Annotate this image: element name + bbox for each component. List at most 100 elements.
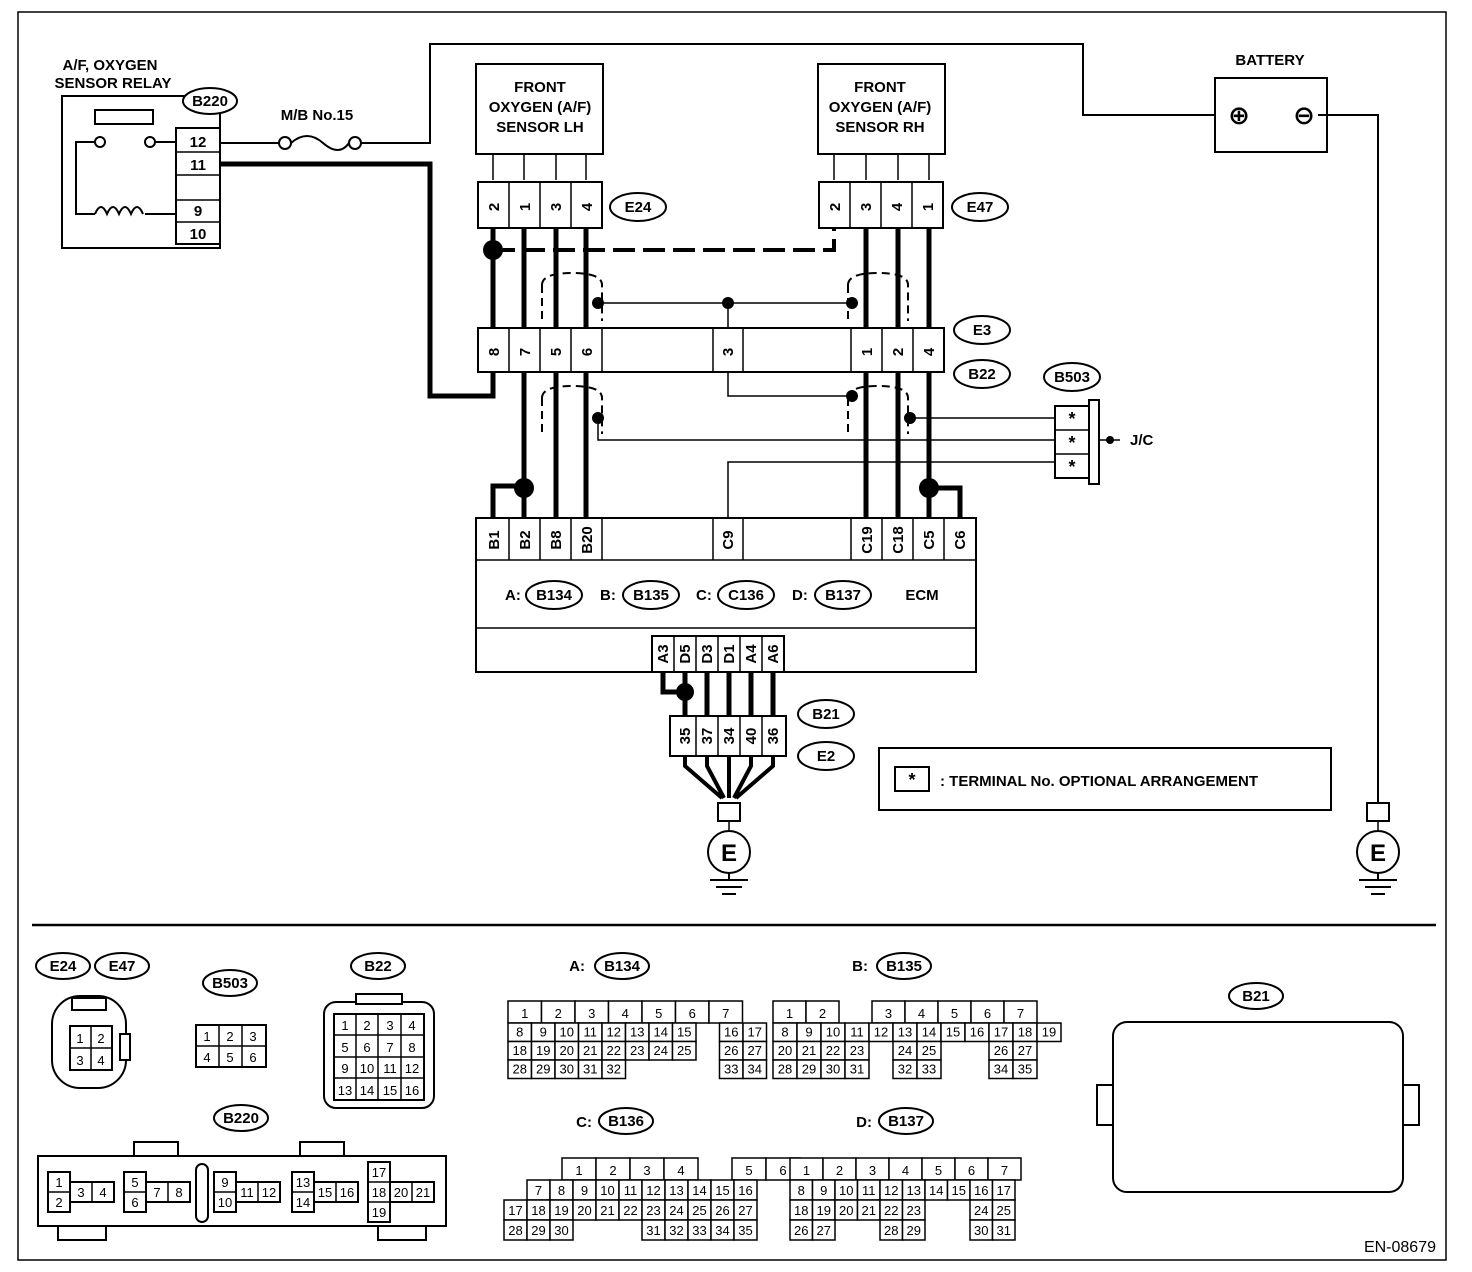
b137-pin: 25	[997, 1203, 1011, 1218]
svg-text:20: 20	[394, 1185, 408, 1200]
b137-pin: 27	[817, 1223, 831, 1238]
b134-pin: 20	[560, 1043, 574, 1058]
upper-harness	[483, 228, 932, 328]
b137-pin: 21	[862, 1203, 876, 1218]
shield-upper	[541, 271, 909, 321]
b134-pin: 16	[724, 1025, 738, 1040]
b137-pin: 8	[798, 1183, 805, 1198]
svg-text:E: E	[1370, 840, 1386, 867]
face-b503-label: B503	[212, 975, 248, 992]
svg-text:10: 10	[360, 1061, 374, 1076]
b134-pin: 25	[677, 1043, 691, 1058]
b136-pin: 19	[554, 1203, 568, 1218]
svg-text:FRONT: FRONT	[854, 79, 906, 96]
b135-cell	[916, 1059, 942, 1080]
svg-text:C5: C5	[921, 530, 938, 549]
b137-pin: 17	[997, 1183, 1011, 1198]
svg-text:C:: C:	[696, 587, 712, 604]
svg-text:15: 15	[318, 1185, 332, 1200]
b137-pin: 4	[902, 1163, 909, 1178]
svg-text:7: 7	[153, 1185, 160, 1200]
svg-text:21: 21	[416, 1185, 430, 1200]
svg-text:6: 6	[131, 1195, 138, 1210]
b137-pin: 20	[839, 1203, 853, 1218]
svg-text:7: 7	[386, 1040, 393, 1055]
b136-pin: 23	[646, 1203, 660, 1218]
svg-text:A6: A6	[765, 644, 782, 663]
svg-text:34: 34	[721, 727, 738, 744]
face-b220-label: B220	[223, 1110, 259, 1127]
svg-text:2: 2	[827, 203, 844, 211]
ecm-label: ECM	[905, 587, 938, 604]
face-e47-label: E47	[109, 958, 136, 975]
b136-pin: 10	[600, 1183, 614, 1198]
svg-text:8: 8	[408, 1040, 415, 1055]
b137-pin: 16	[974, 1183, 988, 1198]
relay-pin-10: 10	[190, 226, 207, 243]
b135-pin: 22	[826, 1043, 840, 1058]
b137-pin: 15	[952, 1183, 966, 1198]
b134-pin: 4	[622, 1006, 629, 1021]
b135-pin: 26	[994, 1043, 1008, 1058]
e47-label: E47	[967, 199, 994, 216]
fuse-symbol	[290, 135, 350, 151]
svg-text:C6: C6	[952, 530, 969, 549]
svg-text:5: 5	[131, 1175, 138, 1190]
svg-text:OXYGEN (A/F): OXYGEN (A/F)	[489, 99, 592, 116]
b137-pin: 12	[884, 1183, 898, 1198]
ground-harness: 35 37 34 40 36 B21 E2 E	[660, 672, 855, 895]
svg-text:B220: B220	[192, 93, 228, 110]
svg-text:13: 13	[296, 1175, 310, 1190]
lower-harness	[490, 372, 1055, 518]
b135-pin: 3	[885, 1006, 892, 1021]
battery-body	[1214, 77, 1328, 153]
b134-pin: 24	[654, 1043, 668, 1058]
svg-text:5: 5	[226, 1050, 233, 1065]
svg-text:8: 8	[486, 348, 503, 356]
b135-pin: 16	[970, 1025, 984, 1040]
relay-coil	[94, 206, 144, 217]
svg-text:2: 2	[226, 1029, 233, 1044]
b134-pin: 28	[513, 1062, 527, 1077]
svg-text:B2: B2	[517, 530, 534, 549]
svg-text:2: 2	[55, 1195, 62, 1210]
b134-pin: 27	[748, 1043, 762, 1058]
b136-pin: 22	[623, 1203, 637, 1218]
b135-pin: 14	[922, 1025, 936, 1040]
svg-text:C18: C18	[890, 526, 907, 554]
svg-text:5: 5	[548, 348, 565, 356]
shield-lower	[541, 384, 909, 434]
b135-pin: 24	[898, 1043, 912, 1058]
b134-pin: 22	[607, 1043, 621, 1058]
b136-pin: 16	[738, 1183, 752, 1198]
battery-block: BATTERY ⊕ ⊖	[1214, 52, 1379, 803]
e3-label: E3	[973, 322, 991, 339]
b134-pin: 34	[748, 1062, 762, 1077]
b134-pin: 31	[583, 1062, 597, 1077]
b137-pin: 24	[974, 1203, 988, 1218]
b136-pin: 30	[554, 1223, 568, 1238]
b135-pin: 34	[994, 1062, 1008, 1077]
b136-pin: 14	[692, 1183, 706, 1198]
face-b21	[1112, 1021, 1404, 1193]
b136-pin: 25	[692, 1203, 706, 1218]
svg-text:11: 11	[383, 1061, 397, 1076]
b135-pin: 33	[922, 1062, 936, 1077]
svg-text:16: 16	[340, 1185, 354, 1200]
svg-text:1: 1	[920, 203, 937, 211]
b134-pin: 17	[748, 1025, 762, 1040]
battery-ground-wire	[1318, 114, 1379, 803]
b135-pin: 8	[781, 1025, 788, 1040]
b134-pin: 6	[689, 1006, 696, 1021]
b137-pin: 14	[929, 1183, 943, 1198]
b135-pin: 28	[778, 1062, 792, 1077]
b137-cell	[901, 1219, 926, 1241]
b135-pin: 29	[802, 1062, 816, 1077]
b135-pin: 27	[1018, 1043, 1032, 1058]
b136-pin: 20	[577, 1203, 591, 1218]
svg-text:4: 4	[889, 202, 906, 211]
svg-text:D:: D:	[856, 1114, 872, 1131]
b137-pin: 9	[820, 1183, 827, 1198]
relay-title-1: A/F, OXYGEN	[62, 57, 157, 74]
